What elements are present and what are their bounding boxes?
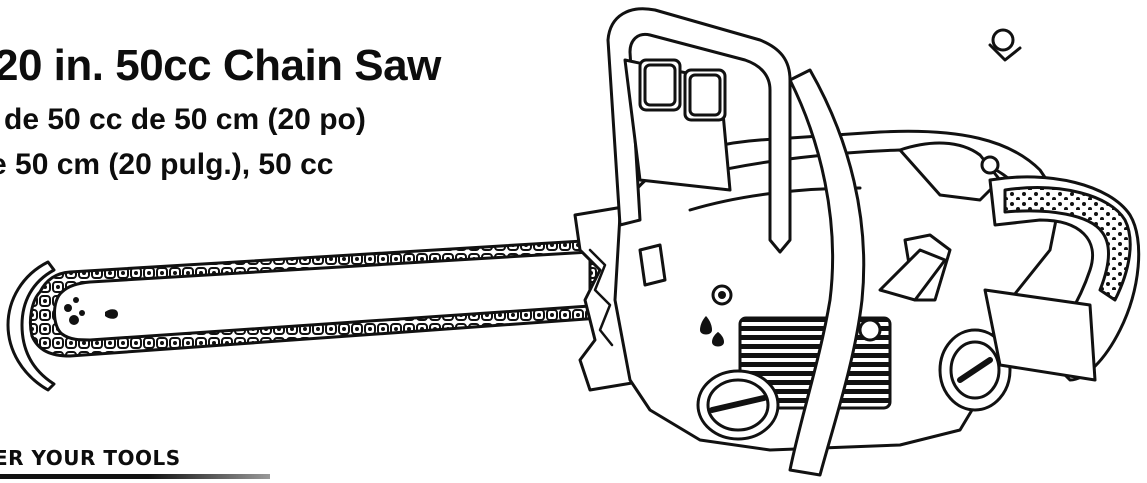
brand-tagline: ER YOUR TOOLS (0, 446, 181, 470)
starter-dial (696, 369, 780, 441)
tagline-underline (0, 474, 270, 479)
product-title-english: 20 in. 50cc Chain Saw (0, 41, 441, 90)
product-title-spanish: e 50 cm (20 pulg.), 50 cc (0, 148, 334, 181)
fuel-cap (938, 328, 1012, 412)
chain-loop (6, 238, 602, 392)
product-title-french: de 50 cc de 50 cm (20 po) (4, 103, 366, 136)
front-handle (606, 7, 866, 477)
